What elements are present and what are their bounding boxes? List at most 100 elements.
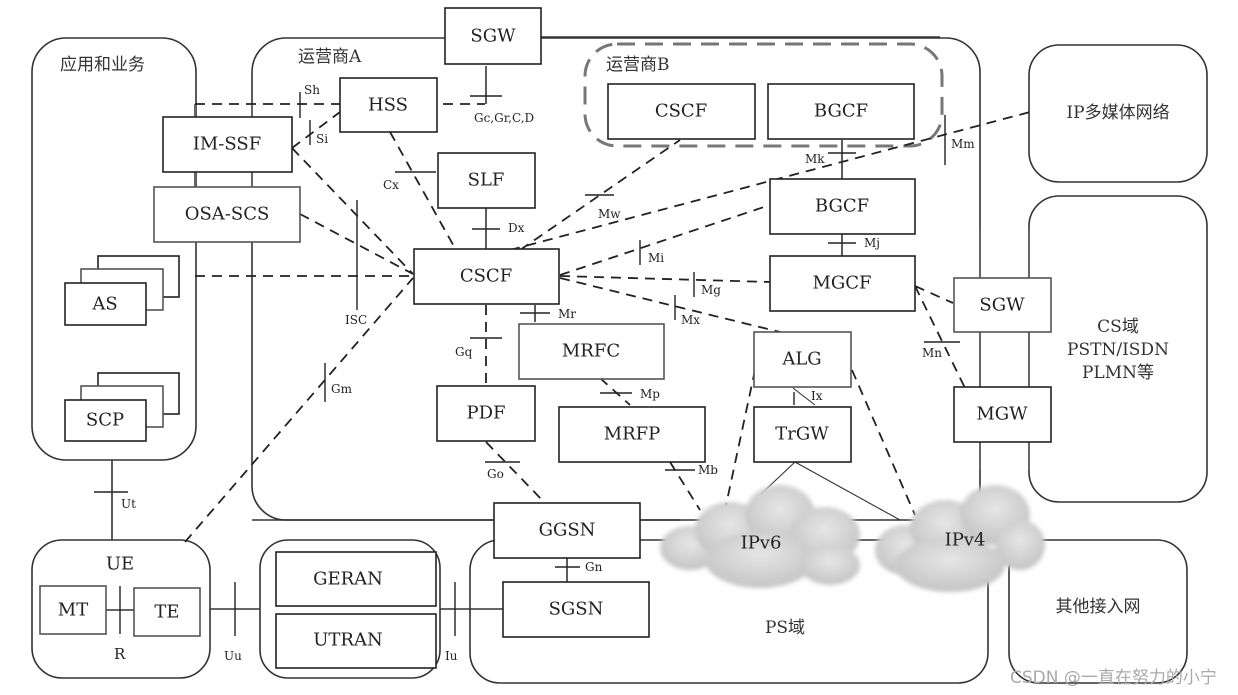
operator-b-label: 运营商B: [606, 55, 670, 75]
node-box: [153, 186, 301, 243]
if-gc: Gc,Gr,C,D: [474, 111, 534, 125]
if-si: Si: [316, 132, 328, 146]
alg-ipv4-link: [851, 369, 916, 516]
alg-ipv6-link: [724, 369, 756, 511]
node-label: CSCF: [655, 101, 707, 122]
mm-link: [509, 111, 1031, 251]
node-cscf[interactable]: CSCF: [413, 248, 560, 305]
trgw-ipv4-link: [794, 461, 901, 521]
if-mw: Mw: [598, 207, 621, 221]
ps-domain-label: PS域: [765, 618, 805, 638]
isc-link-imssf: [291, 147, 414, 275]
cs-domain-label-1: CS域: [1097, 317, 1139, 337]
mgcf-sgw-link: [914, 285, 954, 304]
if-mx: Mx: [681, 313, 700, 327]
node-bgcf[interactable]: BGCF: [769, 178, 916, 235]
node-box: [953, 277, 1052, 333]
node-label: IM-SSF: [193, 134, 261, 155]
node-label: MRFP: [604, 424, 661, 445]
ipv4-label: IPv4: [945, 530, 986, 551]
node-label: GERAN: [313, 569, 383, 590]
operator-a-label: 运营商A: [298, 47, 362, 67]
if-ut: Ut: [121, 497, 136, 511]
apps-region-label: 应用和业务: [60, 55, 145, 75]
node-label: MRFC: [562, 341, 620, 362]
node-mgcf[interactable]: MGCF: [769, 255, 916, 312]
ix-link: [792, 387, 816, 406]
node-sgsn[interactable]: SGSN: [502, 581, 650, 638]
node-label: MGW: [976, 404, 1028, 425]
if-mp: Mp: [640, 387, 660, 401]
if-sh: Sh: [304, 83, 320, 97]
node-ggsn[interactable]: GGSN: [493, 502, 641, 559]
if-mg: Mg: [701, 283, 721, 297]
node-pdf[interactable]: PDF: [436, 385, 536, 442]
mw-link: [519, 139, 681, 251]
node-label: BGCF: [815, 196, 869, 217]
if-mm: Mm: [951, 137, 975, 151]
node-im-ssf[interactable]: IM-SSF: [162, 116, 293, 173]
node-utran[interactable]: UTRAN: [275, 613, 437, 669]
node-label: GGSN: [539, 520, 596, 541]
node-label: MGCF: [812, 273, 871, 294]
ipv6-cloud: [660, 485, 860, 588]
node-box: [558, 406, 706, 463]
node-geran[interactable]: GERAN: [275, 551, 437, 607]
if-isc: ISC: [345, 313, 367, 327]
ip-multimedia-label: IP多媒体网络: [1066, 103, 1169, 123]
node-as[interactable]: AS: [64, 255, 180, 326]
node-label: SGW: [979, 295, 1025, 316]
node-box: [437, 152, 536, 209]
node-label: TE: [154, 602, 179, 623]
node-box: [953, 386, 1052, 443]
node-sgw-cs[interactable]: SGW: [953, 277, 1052, 333]
node-alg[interactable]: ALG: [753, 331, 852, 388]
node-mt[interactable]: MT: [39, 585, 107, 635]
if-cx: Cx: [383, 178, 399, 192]
node-box: [518, 323, 665, 380]
operator-b-region: [583, 42, 944, 148]
node-box: [767, 83, 915, 140]
node-mgw[interactable]: MGW: [953, 386, 1052, 443]
node-box: [133, 587, 201, 637]
if-gn: Gn: [585, 560, 603, 574]
node-box: [339, 77, 438, 133]
node-box: [64, 399, 147, 442]
node-box: [493, 502, 641, 559]
watermark: CSDN @一直在努力的小宁: [1010, 668, 1217, 688]
if-mb: Mb: [698, 463, 718, 477]
if-mn: Mn: [922, 346, 942, 360]
node-osa-scs[interactable]: OSA-SCS: [153, 186, 301, 243]
si-link: [291, 111, 341, 149]
node-slf[interactable]: SLF: [437, 152, 536, 209]
node-trgw[interactable]: TrGW: [753, 406, 852, 463]
other-access-region: [1008, 539, 1188, 684]
node-label: HSS: [368, 95, 408, 116]
if-gm: Gm: [331, 382, 353, 396]
node-box: [413, 248, 560, 305]
node-te[interactable]: TE: [133, 587, 201, 637]
node-label: PDF: [466, 403, 505, 424]
node-label: MT: [58, 600, 88, 621]
node-cscf-b[interactable]: CSCF: [607, 83, 756, 140]
node-box: [275, 551, 437, 607]
node-label: SLF: [468, 170, 505, 191]
node-sgw-top[interactable]: SGW: [444, 7, 542, 65]
node-box: [64, 282, 147, 326]
node-box: [769, 178, 916, 235]
node-label: AS: [91, 294, 117, 315]
node-scp[interactable]: SCP: [64, 372, 180, 442]
node-bgcf-b[interactable]: BGCF: [767, 83, 915, 140]
mn-link: [914, 285, 966, 389]
node-hss[interactable]: HSS: [339, 77, 438, 133]
if-mk: Mk: [805, 152, 825, 166]
node-label: SCP: [86, 410, 124, 431]
node-box: [162, 116, 293, 173]
node-mrfp[interactable]: MRFP: [558, 406, 706, 463]
node-box: [39, 585, 107, 635]
mx-link: [559, 277, 781, 333]
node-mrfc[interactable]: MRFC: [518, 323, 665, 380]
if-mr: Mr: [558, 307, 576, 321]
if-ix: Ix: [811, 389, 823, 403]
